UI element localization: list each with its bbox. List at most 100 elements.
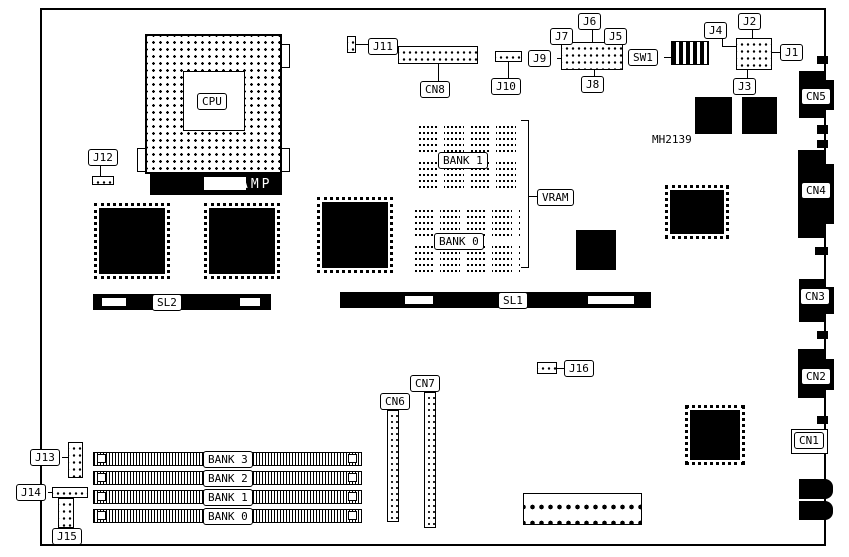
amp-text: AMP: [240, 177, 273, 192]
slot-sl1-key: [588, 296, 634, 304]
label-sl2: SL2: [152, 294, 182, 311]
label-j3: J3: [733, 78, 757, 95]
leader-j11: [356, 44, 368, 45]
label-j13: J13: [30, 449, 60, 466]
cpu-socket-tab-left: [137, 148, 146, 172]
label-simm-bank1: BANK 1: [203, 489, 253, 506]
vram-bracket: [528, 120, 529, 268]
simm-clip: [348, 492, 357, 501]
label-j1: J1: [780, 44, 804, 61]
qfp-chip: [685, 405, 745, 465]
label-cpu: CPU: [197, 93, 227, 110]
label-sl1: SL1: [498, 292, 528, 309]
leader-j14: [48, 492, 52, 493]
cpu-socket-tab-right-top: [281, 44, 290, 68]
audio-jack: [799, 479, 833, 499]
audio-jack: [799, 501, 833, 520]
label-j10: J10: [491, 78, 521, 95]
simm-clip: [97, 454, 106, 463]
chip: [695, 97, 732, 134]
connector-j15: [58, 498, 74, 528]
label-j7: J7: [550, 28, 574, 45]
simm-clip: [348, 511, 357, 520]
edge-mark: [817, 140, 828, 148]
label-simm-bank3: BANK 3: [203, 451, 253, 468]
connector-j13: [68, 442, 83, 478]
leader-j12: [100, 166, 101, 176]
label-j15: J15: [52, 528, 82, 545]
slot-sl2: [93, 294, 271, 310]
leader-j4-h: [722, 46, 736, 47]
connector-j16: [537, 362, 557, 374]
edge-mark: [815, 247, 828, 255]
simm-clip: [97, 473, 106, 482]
label-j5: J5: [604, 28, 628, 45]
simm-clip: [348, 454, 357, 463]
label-cn8: CN8: [420, 81, 450, 98]
qfp-chip: [317, 197, 393, 273]
simm-clip: [348, 473, 357, 482]
edge-mark: [817, 56, 828, 64]
simm-clip: [97, 492, 106, 501]
vram-bracket-top: [521, 120, 529, 121]
connector-cn6: [387, 410, 399, 522]
switch-sw1: [671, 41, 709, 65]
label-vram-bank1: BANK 1: [438, 152, 488, 169]
cpu-socket-tab-right: [281, 148, 290, 172]
label-j8: J8: [581, 76, 605, 93]
leader-j10: [508, 62, 509, 78]
leader-cn8: [438, 64, 439, 81]
connector-bottom-header: [523, 493, 642, 525]
connector-j12: [92, 176, 114, 185]
leader-j3: [747, 70, 748, 78]
label-vram-bank0: BANK 0: [434, 233, 484, 250]
label-vram: VRAM: [537, 189, 574, 206]
connector-j10: [495, 51, 522, 62]
slot-sl1-key: [405, 296, 433, 304]
label-j11: J11: [368, 38, 398, 55]
edge-mark: [817, 331, 828, 339]
qfp-chip: [204, 203, 280, 279]
leader-sw1: [664, 57, 671, 58]
leader-j16: [557, 368, 564, 369]
connector-cn3-port: [826, 287, 834, 314]
label-j4: J4: [704, 22, 728, 39]
connector-cn7: [424, 392, 436, 528]
leader-j6: [592, 29, 593, 42]
label-j14: J14: [16, 484, 46, 501]
leader-j1: [772, 52, 780, 53]
label-simm-bank0: BANK 0: [203, 508, 253, 525]
label-cn4: CN4: [801, 182, 831, 199]
label-cn7: CN7: [410, 375, 440, 392]
connector-j1-j4-block: [736, 38, 772, 70]
slot-sl2-key: [240, 298, 260, 306]
vram-bracket-mid: [529, 196, 537, 197]
label-j2: J2: [738, 13, 762, 30]
qfp-chip: [665, 185, 729, 239]
leader-j13: [62, 457, 68, 458]
label-cn1: CN1: [794, 432, 824, 449]
vram-bracket-bottom: [521, 267, 529, 268]
label-j9: J9: [528, 50, 552, 67]
connector-j5-j8-block: [561, 42, 623, 70]
label-cn2: CN2: [801, 368, 831, 385]
label-cn3: CN3: [800, 288, 830, 305]
chip: [742, 97, 777, 134]
connector-j14: [52, 487, 88, 498]
label-j6: J6: [578, 13, 602, 30]
label-cn5: CN5: [801, 88, 831, 105]
slot-sl2-key: [102, 298, 126, 306]
chip: [576, 230, 616, 270]
simm-clip: [97, 511, 106, 520]
vram-bank0-chips: [414, 208, 520, 272]
leader-j2: [752, 30, 753, 38]
connector-cn8: [398, 46, 478, 64]
label-cn6: CN6: [380, 393, 410, 410]
connector-j11: [347, 36, 356, 53]
part-number: MH2139: [652, 133, 692, 146]
qfp-chip: [94, 203, 170, 279]
leader-j9: [557, 58, 561, 59]
label-simm-bank2: BANK 2: [203, 470, 253, 487]
label-j16: J16: [564, 360, 594, 377]
